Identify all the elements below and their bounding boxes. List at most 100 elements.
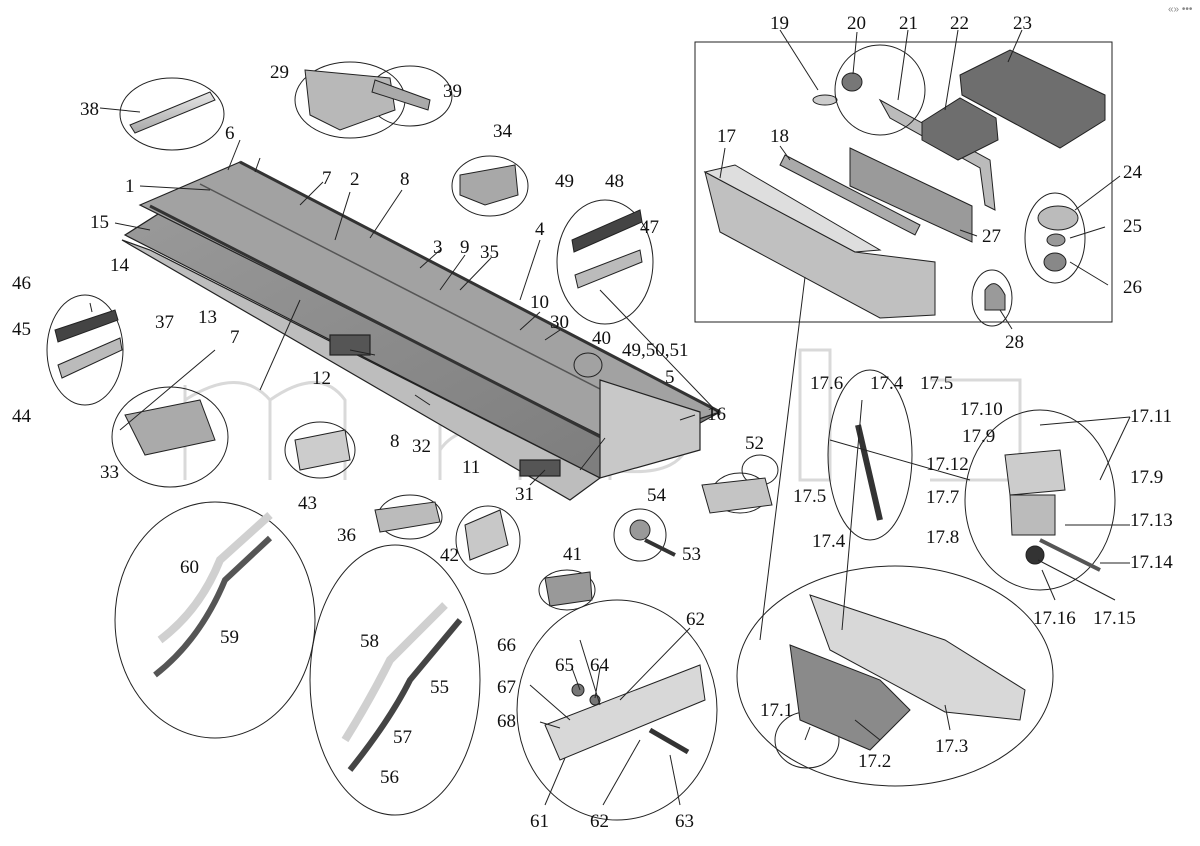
label-62b: 62 [590,811,609,832]
washer-25 [1046,233,1066,247]
label-29: 29 [270,62,289,83]
label-37: 37 [155,312,174,333]
bracket-21 [878,98,996,211]
label-2: 2 [350,169,360,190]
label-36: 36 [337,525,356,546]
roof-assembly [121,160,722,501]
label-7b: 7 [230,327,240,348]
label-1: 1 [125,176,135,197]
label-57: 57 [393,727,412,748]
label-17-6: 17.6 [810,373,843,394]
bracket-61 [544,664,706,761]
label-64: 64 [590,655,610,676]
label-55: 55 [430,677,449,698]
bush-17-15 [1025,545,1045,565]
label-23: 23 [1013,13,1032,34]
part-36 [374,501,441,533]
label-17-5a: 17.5 [920,373,953,394]
label-33: 33 [100,462,119,483]
part-43 [294,429,351,471]
label-15: 15 [90,212,109,233]
block-17-12 [1004,449,1066,496]
detail-circles [46,44,1116,821]
label-14: 14 [110,255,130,276]
label-65: 65 [555,655,574,676]
washer-54 [629,519,651,541]
label-27: 27 [982,226,1001,247]
duct-panel-27 [849,147,973,243]
label-4: 4 [535,219,545,240]
label-17-4b: 17.4 [812,531,846,552]
duct-assembly [703,49,1106,319]
label-48: 48 [605,171,624,192]
nut-26 [1043,252,1067,272]
label-52: 52 [745,433,764,454]
label-40: 40 [592,328,611,349]
label-10: 10 [530,292,549,313]
bolt-19 [812,94,838,106]
label-31: 31 [515,484,534,505]
leader-lines [89,29,1131,806]
label-26: 26 [1123,277,1142,298]
label-53: 53 [682,544,701,565]
label-17-14: 17.14 [1130,552,1173,573]
label-58: 58 [360,631,379,652]
label-20: 20 [847,13,866,34]
seal-55 [347,618,463,772]
label-32: 32 [412,436,431,457]
strip-38 [129,91,216,134]
part-42 [464,509,509,561]
part-41 [544,571,593,607]
label-17-3: 17.3 [935,736,968,757]
panel-17-2 [789,644,911,751]
label-49: 49 [555,171,574,192]
part-52 [701,477,773,514]
label-8a: 8 [400,169,410,190]
label-59: 59 [220,627,239,648]
label-44: 44 [12,406,32,427]
label-35: 35 [480,242,499,263]
seal-44 [57,337,123,379]
label-17: 17 [717,126,736,147]
duct-lower [809,594,1026,721]
label-67: 67 [497,677,516,698]
label-30: 30 [550,312,569,333]
label-17-16: 17.16 [1033,608,1076,629]
label-68: 68 [497,711,516,732]
label-17-2: 17.2 [858,751,891,772]
label-46: 46 [12,273,31,294]
block-17-7 [1009,494,1056,536]
pin-17-14 [1039,538,1101,572]
label-17-15: 17.15 [1093,608,1136,629]
label-9: 9 [460,237,470,258]
label-16: 16 [707,404,726,425]
washer-24 [1037,205,1079,231]
label-39: 39 [443,81,462,102]
tray-23 [959,49,1106,149]
roof-end-panel [599,379,701,479]
label-38: 38 [80,99,99,120]
label-17-10: 17.10 [960,399,1003,420]
profile-33 [124,399,216,456]
seal-58 [341,602,448,743]
bolt-63 [648,727,690,755]
bolt-53 [644,538,676,557]
label-47: 47 [640,217,659,238]
label-66: 66 [497,635,516,656]
label-17-5b: 17.5 [793,486,826,507]
label-5: 5 [665,367,675,388]
seal-45 [54,309,119,343]
callout-labels: 1 2 3 4 5 6 7 7 8 8 9 10 11 12 13 14 15 … [12,13,1173,832]
label-45: 45 [12,319,31,340]
strip-39 [371,79,431,111]
label-19: 19 [770,13,789,34]
corner-watermark: «» ••• [1168,4,1193,15]
label-7a: 7 [322,168,332,189]
label-22: 22 [950,13,969,34]
label-49-50-51: 49,50,51 [622,340,689,361]
washer-20 [841,72,863,92]
label-6: 6 [225,123,235,144]
label-12: 12 [312,368,331,389]
label-25: 25 [1123,216,1142,237]
